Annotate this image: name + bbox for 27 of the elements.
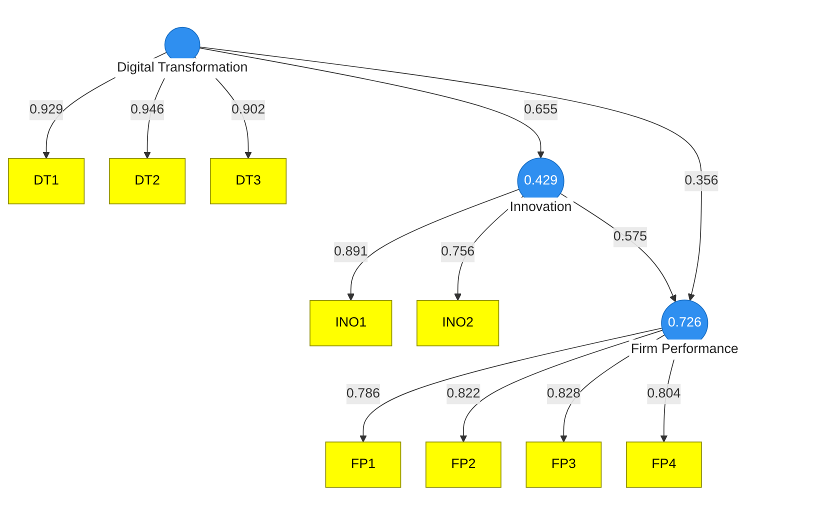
node-box: INO1 xyxy=(310,300,392,346)
edge-label: 0.822 xyxy=(446,386,480,401)
edge-label: 0.655 xyxy=(524,102,558,117)
node-box: FP2 xyxy=(426,442,502,488)
node-box: DT3 xyxy=(210,158,287,204)
node-box: FP3 xyxy=(526,442,602,488)
edge-label: 0.946 xyxy=(130,102,164,117)
node-box: FP4 xyxy=(626,442,702,488)
edge-label: 0.929 xyxy=(29,102,64,117)
edge-label: 0.356 xyxy=(684,174,718,188)
node-label: Digital Transformation xyxy=(116,60,248,76)
edge-label: 0.804 xyxy=(647,386,681,401)
node-box: FP1 xyxy=(325,442,402,488)
arrow xyxy=(199,48,544,158)
arrow xyxy=(560,193,676,302)
edge-label: 0.902 xyxy=(231,102,266,117)
arrow xyxy=(460,330,664,442)
node-box: INO2 xyxy=(416,300,500,346)
edge-label: 0.828 xyxy=(546,386,580,401)
node-box: DT1 xyxy=(8,158,85,204)
edge-label: 0.575 xyxy=(613,230,648,244)
edge-label: 0.891 xyxy=(334,244,368,259)
edge-label: 0.756 xyxy=(441,244,475,259)
node-box: DT2 xyxy=(108,158,186,204)
arrow xyxy=(347,188,520,301)
edge-label: 0.786 xyxy=(346,386,380,401)
arrow xyxy=(360,328,662,442)
